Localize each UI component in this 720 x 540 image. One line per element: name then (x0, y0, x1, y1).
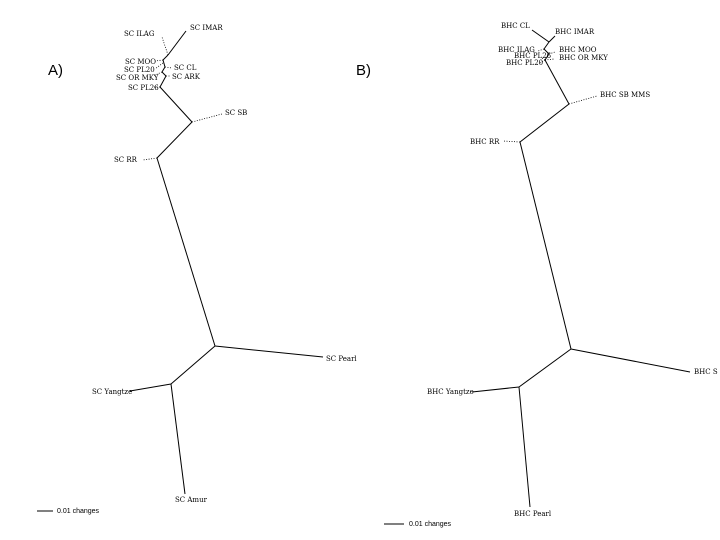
branch-b-moo (548, 51, 556, 55)
branch-a-cl (164, 66, 173, 69)
branch-a-amur (170, 383, 186, 495)
branch-b-pearl (518, 386, 531, 508)
branch-a-cluster (159, 86, 193, 123)
branch-a-pl20 (154, 62, 164, 70)
branch-a-top-node (162, 54, 169, 61)
tip-label: BHC Pearl (514, 510, 552, 518)
branch-b-ilag-node (543, 48, 550, 55)
branch-a-ormky (152, 71, 163, 77)
scale-bar-label: 0.01 changes (57, 508, 100, 515)
branch-a-ormky-node (161, 71, 167, 77)
tip-label: BHC CL (501, 22, 530, 30)
panel-a-tips: SC IMAR SC ILAG SC MOO SC PL20 SC CL SC … (92, 24, 357, 504)
panel-b-scale-bar: 0.01 changes (384, 521, 452, 528)
tip-label: SC MOO (125, 58, 156, 66)
branch-a-sb-node (156, 121, 193, 159)
panel-a-scale-bar: 0.01 changes (37, 508, 100, 515)
branch-a-sb (191, 113, 223, 123)
panel-a-label: A) (48, 62, 63, 79)
tip-label: BHC SB MMS (600, 91, 650, 99)
tip-label: SC Yangtze (92, 388, 132, 396)
branch-b-cl (531, 29, 550, 43)
panel-a: A) SC IMA (37, 24, 357, 515)
panel-a-branches (129, 30, 324, 495)
tip-label: BHC RR (470, 138, 500, 146)
scale-bar-label: 0.01 changes (409, 521, 452, 528)
tip-label: SC IMAR (190, 24, 223, 32)
branch-a-cl-node (161, 66, 166, 73)
tip-label: SC SB (225, 109, 247, 117)
branch-b-ormky (544, 58, 555, 61)
branch-a-trunk-upper (156, 157, 216, 347)
branch-b-yangtze (471, 386, 520, 393)
tip-label: SC ILAG (124, 30, 155, 38)
branch-a-imar (167, 30, 187, 56)
tip-label: SC CL (174, 64, 197, 72)
tip-label: SC PL20 (124, 66, 155, 74)
tip-label: BHC OR MKY (559, 54, 608, 62)
branch-a-ilag (161, 36, 169, 56)
tip-label: SC PL26 (128, 84, 159, 92)
tip-label: SC Pearl (326, 355, 357, 363)
panel-b-label: B) (356, 62, 371, 79)
branch-a-moo-node (162, 59, 166, 68)
tip-label: SC ARK (172, 73, 201, 81)
tip-label: BHC S (694, 368, 718, 376)
branch-b-moo-node (544, 53, 550, 61)
branch-b-trunk-upper (519, 141, 572, 350)
branch-a-rr (142, 157, 158, 161)
tip-label: SC RR (114, 156, 138, 164)
branch-b-rr (502, 140, 521, 143)
branch-a-pearl (214, 345, 324, 358)
branch-b-s (570, 348, 691, 373)
branch-b-sb-node (519, 103, 570, 143)
branch-b-sb (568, 95, 598, 105)
branch-b-top-node (543, 41, 550, 50)
panel-b-branches (471, 29, 691, 508)
branch-a-lower-node (170, 345, 216, 385)
branch-b-lower-node (518, 348, 572, 388)
panel-b-tips: BHC CL BHC IMAR BHC ILAG BHC MOO BHC PL2… (427, 22, 718, 518)
tip-label: BHC IMAR (555, 28, 595, 36)
branch-b-pl26 (541, 57, 546, 61)
branch-b-imar (548, 35, 556, 43)
tip-label: SC Amur (175, 496, 208, 504)
branch-a-ark-node (159, 75, 167, 88)
branch-b-pl20 (539, 59, 546, 64)
tip-label: BHC PL26 (514, 52, 552, 60)
tip-label: BHC PL20 (506, 59, 543, 67)
branch-b-ilag (537, 48, 545, 52)
tip-label: BHC ILAG (498, 46, 535, 54)
tip-label: BHC MOO (559, 46, 597, 54)
tip-label: SC OR MKY (116, 74, 159, 82)
tip-label: BHC Yangtze (427, 388, 474, 396)
panel-b: B) BHC CL BHC IMAR (356, 22, 718, 528)
branch-b-cluster (544, 59, 570, 105)
branch-a-yangtze (129, 383, 172, 392)
branch-a-moo (154, 59, 164, 62)
